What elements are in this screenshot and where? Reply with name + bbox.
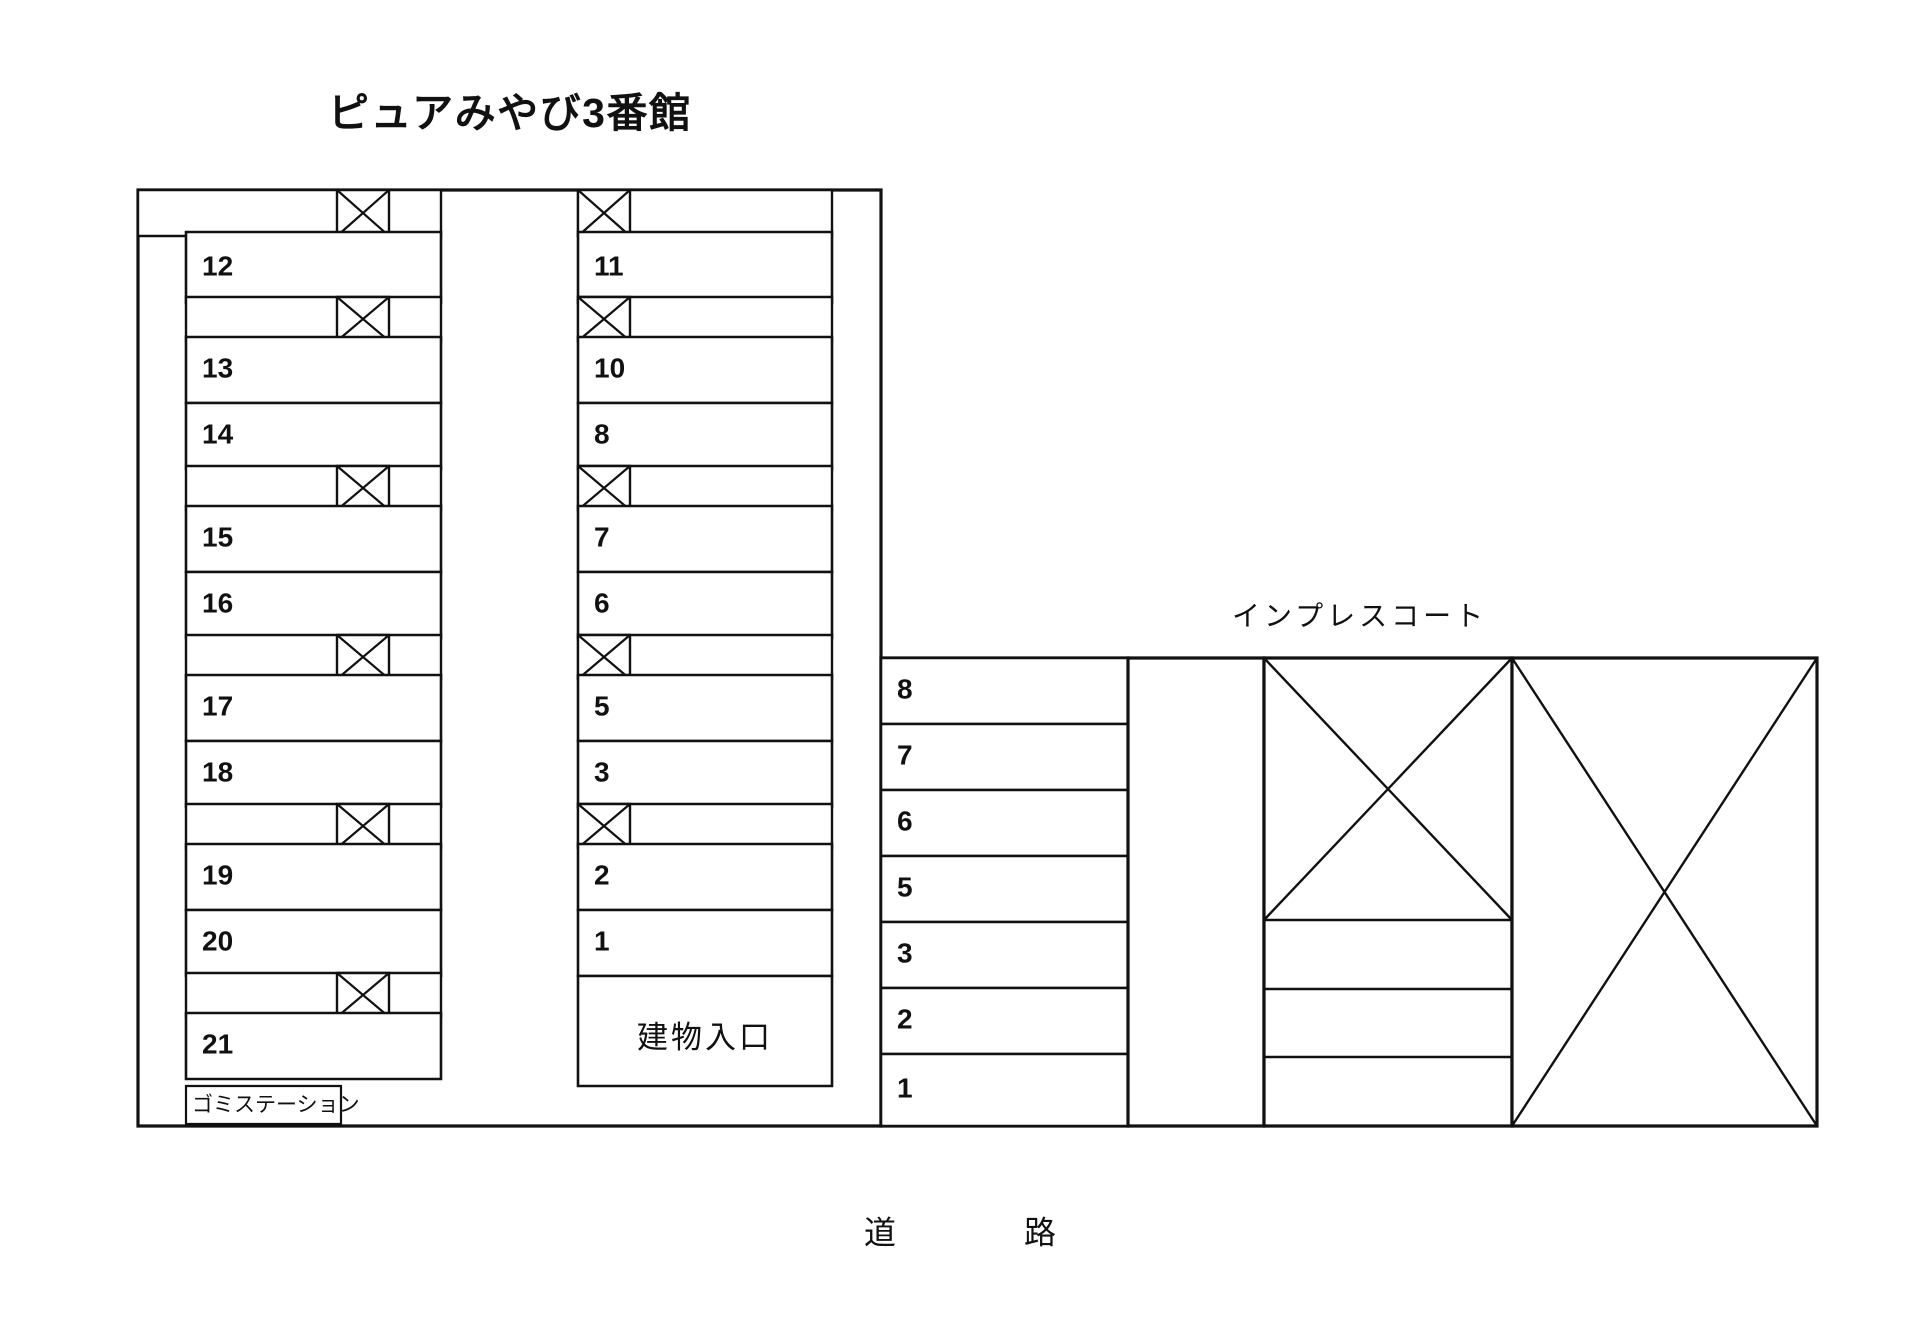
parking-stall[interactable]: 2 (881, 988, 1128, 1054)
cross-mark-icon (337, 297, 389, 341)
parking-stall[interactable]: 7 (578, 506, 832, 572)
cross-mark-icon (337, 635, 389, 679)
parking-stall[interactable]: 8 (578, 403, 832, 469)
parking-stall[interactable]: 5 (881, 856, 1128, 922)
marker-strip (186, 973, 441, 1017)
east-parking-row: 8 7 6 5 3 2 1 (881, 658, 1128, 1126)
parking-stall[interactable]: 6 (881, 790, 1128, 856)
stall-label: 5 (897, 871, 913, 902)
parking-stall[interactable]: 10 (578, 337, 832, 403)
page-title: ピュアみやび3番館 (328, 90, 691, 136)
building-entrance[interactable]: 建物入口 (578, 976, 832, 1086)
stall-label: 6 (594, 587, 610, 618)
stall-label: 16 (202, 587, 233, 618)
parking-stall[interactable]: 11 (578, 232, 832, 303)
parking-stall[interactable]: 14 (186, 403, 441, 469)
impress-court-label: インプレスコート (1232, 600, 1487, 631)
impress-court-area (1128, 658, 1817, 1126)
marker-strip (578, 297, 832, 341)
parking-stall[interactable]: 13 (186, 337, 441, 403)
stall-label: 18 (202, 756, 233, 787)
center-parking-row: 11 10 8 (578, 190, 832, 1086)
parking-stall[interactable]: 8 (881, 658, 1128, 724)
parking-stall[interactable]: 7 (881, 724, 1128, 790)
marker-strip (186, 297, 441, 341)
stall-label: 14 (202, 418, 234, 449)
road-label: 道 路 (864, 1214, 1056, 1250)
parking-stall[interactable]: 12 (186, 232, 441, 303)
cross-mark-icon (578, 466, 630, 510)
cross-mark-icon (337, 804, 389, 848)
garbage-station: ゴミステーション (186, 1086, 360, 1124)
stall-label: 20 (202, 925, 233, 956)
marker-strip (186, 804, 441, 848)
marker-strip (138, 190, 441, 236)
stall-label: 8 (594, 418, 610, 449)
stall-label: 10 (594, 352, 625, 383)
stall-label: 3 (594, 756, 610, 787)
cross-mark-icon (337, 190, 389, 236)
blank-lot (1128, 658, 1264, 1126)
cross-mark-icon (578, 635, 630, 679)
parking-stall[interactable]: 21 (186, 1013, 441, 1079)
parking-stall[interactable]: 15 (186, 506, 441, 572)
stall-label: 7 (897, 739, 913, 770)
parking-stall[interactable]: 20 (186, 910, 441, 976)
cross-mark-icon (578, 297, 630, 341)
stall-label: 8 (897, 673, 913, 704)
stall-label: 1 (594, 925, 610, 956)
stall-label: 19 (202, 859, 233, 890)
parking-stall[interactable]: 1 (881, 1054, 1128, 1126)
parking-stall[interactable]: 18 (186, 741, 441, 807)
marker-strip (578, 635, 832, 679)
building-entrance-label: 建物入口 (637, 1020, 773, 1055)
stall-label: 2 (594, 859, 610, 890)
marker-strip (578, 466, 832, 510)
garbage-station-label: ゴミステーション (192, 1094, 360, 1117)
impress-court-building-b[interactable] (1512, 658, 1817, 1126)
marker-strip (578, 190, 832, 236)
west-parking-row: 12 13 14 (138, 190, 441, 1079)
cross-mark-icon (337, 973, 389, 1017)
parking-stall[interactable]: 16 (186, 572, 441, 638)
parking-stall[interactable]: 1 (578, 910, 832, 976)
marker-strip (186, 635, 441, 679)
cross-mark-icon (1512, 658, 1817, 1126)
cross-mark-icon (1264, 658, 1512, 920)
marker-strip (578, 804, 832, 848)
parking-stall[interactable]: 6 (578, 572, 832, 638)
cross-mark-icon (578, 804, 630, 848)
stall-label: 1 (897, 1072, 913, 1103)
cross-mark-icon (337, 466, 389, 510)
impress-court-building-a[interactable] (1264, 658, 1512, 1126)
parking-stall[interactable]: 2 (578, 844, 832, 910)
stall-label: 15 (202, 521, 233, 552)
parking-stall[interactable]: 19 (186, 844, 441, 910)
stall-label: 12 (202, 250, 233, 281)
stall-label: 2 (897, 1003, 913, 1034)
stall-label: 7 (594, 521, 610, 552)
parking-stall[interactable]: 3 (881, 922, 1128, 988)
parking-stall[interactable]: 17 (186, 675, 441, 741)
stall-label: 11 (594, 250, 624, 281)
stall-label: 6 (897, 805, 913, 836)
stall-label: 3 (897, 937, 913, 968)
stall-label: 13 (202, 352, 233, 383)
stall-label: 17 (202, 690, 233, 721)
stall-label: 21 (202, 1028, 233, 1059)
parking-stall[interactable]: 3 (578, 741, 832, 807)
marker-strip (186, 466, 441, 510)
cross-mark-icon (578, 190, 630, 236)
parking-stall[interactable]: 5 (578, 675, 832, 741)
stall-label: 5 (594, 690, 610, 721)
